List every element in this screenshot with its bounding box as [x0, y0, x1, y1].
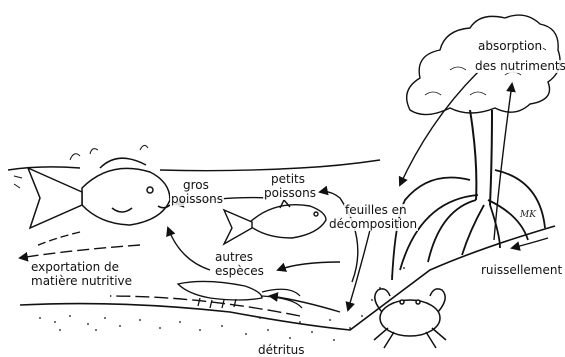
- arrow-export: [20, 245, 140, 258]
- shrimp-illustration: [178, 281, 302, 308]
- arrow-detritus-export: [110, 296, 300, 316]
- label-matiere-nutritive: matière nutritive: [30, 275, 133, 288]
- small-fish-illustration: [224, 200, 326, 244]
- label-autres: autres: [214, 251, 254, 264]
- label-detritus: détritus: [257, 344, 306, 357]
- mangrove-trunk: [470, 110, 492, 205]
- label-gros: gros: [182, 179, 210, 192]
- label-decomposition: décomposition: [328, 218, 418, 231]
- big-fish-illustration: [28, 158, 170, 228]
- label-exportation-de: exportation de: [30, 261, 120, 274]
- label-absorption: absorption: [477, 40, 543, 53]
- arrow-ruissellement-in: [512, 238, 548, 248]
- arrow-fish-export: [36, 232, 80, 246]
- artist-signature: MK: [520, 210, 536, 220]
- label-gros-poissons: poissons: [170, 193, 224, 206]
- label-feuilles-en: feuilles en: [344, 204, 408, 217]
- crab-illustration: [374, 289, 446, 348]
- label-petits-poissons: poissons: [263, 187, 317, 200]
- label-ruissellement: ruissellement: [480, 264, 563, 277]
- water-surface: [8, 160, 380, 171]
- arrow-shrimp-to-big-fish: [168, 228, 210, 270]
- label-especes: espèces: [214, 265, 265, 278]
- label-des-nutriments: des nutriments: [474, 60, 565, 73]
- arrow-leaves-to-others: [278, 262, 340, 270]
- label-petits: petits: [270, 173, 306, 186]
- arrow-leaves-to-detritus: [348, 230, 370, 310]
